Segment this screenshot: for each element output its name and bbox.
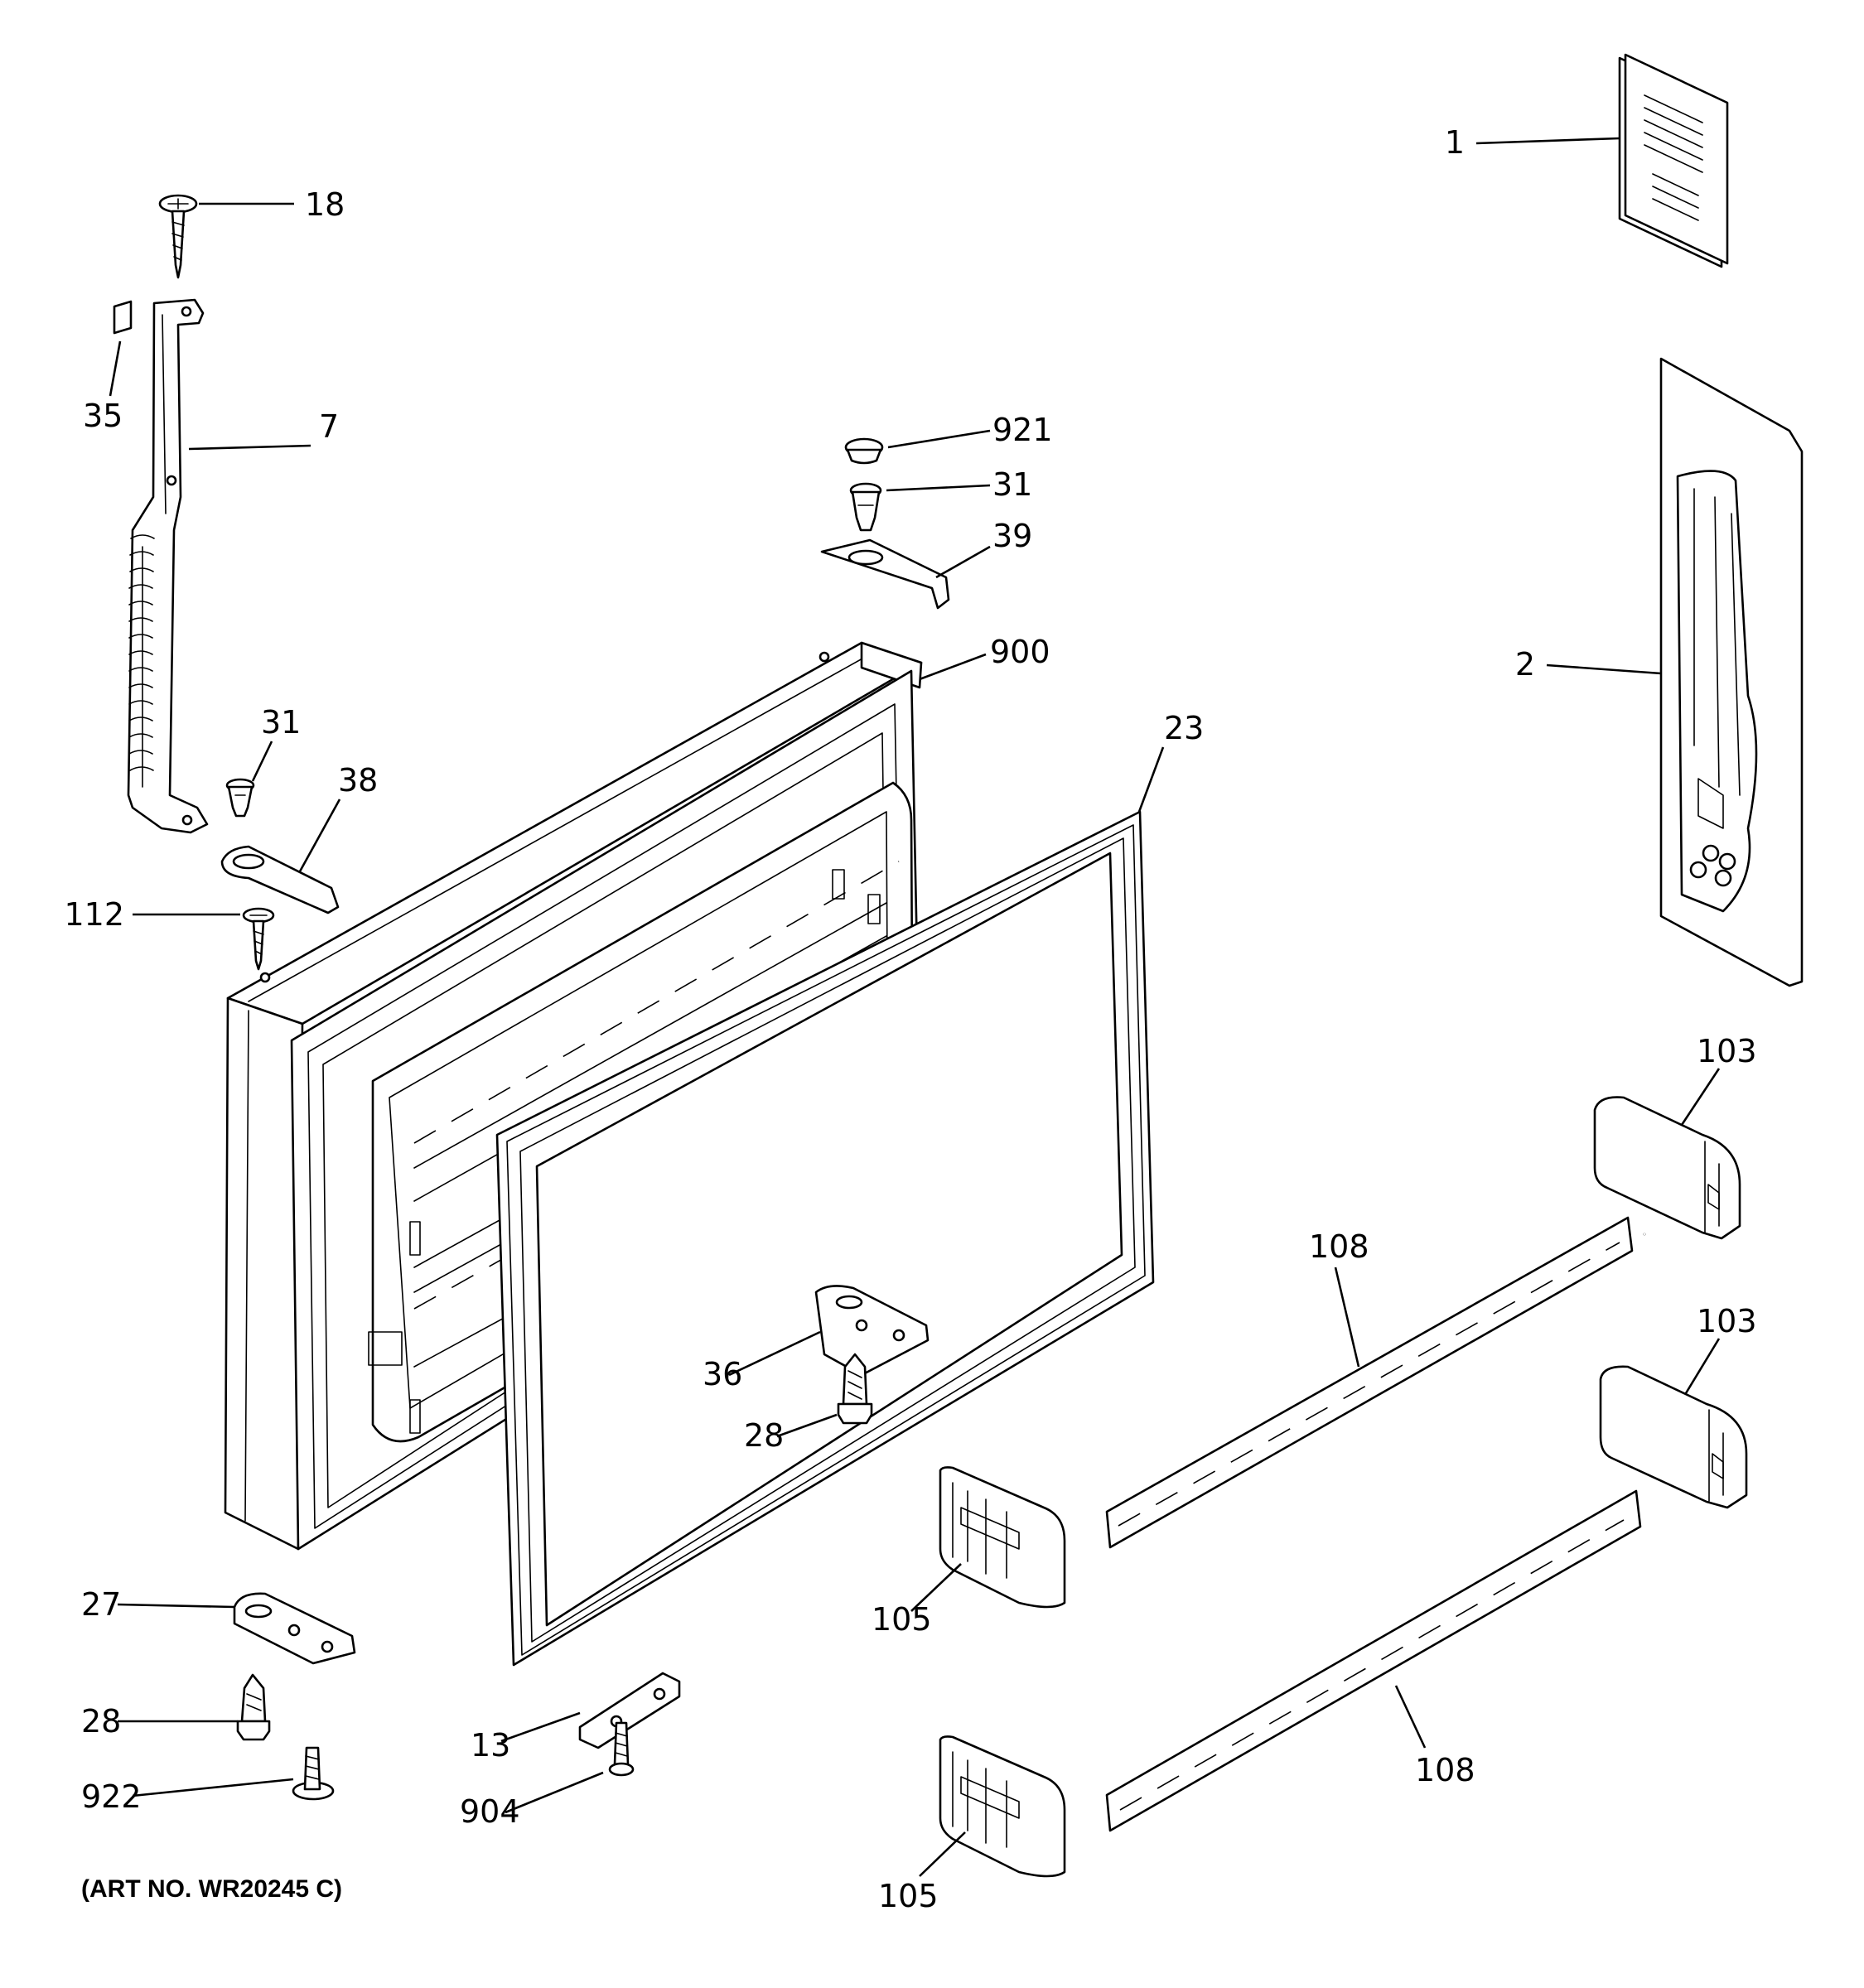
part-108-trim-lower bbox=[1105, 1489, 1642, 1832]
callout-921: 921 bbox=[992, 412, 1053, 448]
part-31-bushing-top bbox=[849, 482, 882, 532]
callout-1: 1 bbox=[1445, 124, 1465, 161]
art-number: (ART NO. WR20245 C) bbox=[81, 1875, 342, 1903]
part-13-bracket bbox=[578, 1672, 681, 1749]
part-23-gasket bbox=[495, 810, 1155, 1667]
part-31-bushing-left bbox=[225, 778, 255, 818]
part-921-cap bbox=[844, 437, 884, 465]
callout-23: 23 bbox=[1164, 710, 1204, 746]
part-103-endcap-upper bbox=[1593, 1096, 1741, 1240]
part-922-screw bbox=[292, 1746, 335, 1801]
callout-18: 18 bbox=[305, 186, 345, 223]
callout-39: 39 bbox=[992, 518, 1032, 554]
callout-28-center: 28 bbox=[744, 1417, 784, 1454]
part-28-pin-left bbox=[236, 1673, 271, 1741]
callout-900: 900 bbox=[990, 634, 1050, 670]
part-105-endcap-lower bbox=[939, 1735, 1066, 1878]
callout-105-upper: 105 bbox=[872, 1601, 932, 1638]
callout-922: 922 bbox=[81, 1778, 142, 1815]
part-112-screw bbox=[242, 907, 275, 971]
part-108-trim-upper bbox=[1105, 1216, 1646, 1549]
callout-103-lower: 103 bbox=[1697, 1303, 1757, 1339]
callout-904: 904 bbox=[460, 1793, 520, 1830]
part-38-hinge-cover bbox=[220, 845, 340, 914]
part-28-pin-center bbox=[837, 1353, 873, 1425]
leader-lines bbox=[109, 137, 1721, 1877]
callout-labels: 1 2 18 35 7 921 31 39 900 23 31 38 112 1… bbox=[64, 124, 1756, 1914]
callout-28-left: 28 bbox=[81, 1703, 121, 1740]
callout-7: 7 bbox=[319, 408, 339, 445]
part-27-bracket bbox=[233, 1592, 356, 1665]
part-2-handle bbox=[1659, 357, 1804, 987]
callout-108-upper: 108 bbox=[1309, 1228, 1369, 1265]
part-103-endcap-lower bbox=[1599, 1365, 1748, 1509]
callout-35: 35 bbox=[83, 398, 123, 434]
part-904-screw bbox=[608, 1721, 635, 1777]
callout-2: 2 bbox=[1515, 646, 1535, 683]
callout-36: 36 bbox=[703, 1356, 742, 1392]
callout-31-top: 31 bbox=[992, 466, 1032, 503]
callout-27: 27 bbox=[81, 1586, 121, 1623]
callout-105-lower: 105 bbox=[878, 1878, 939, 1914]
part-39-hinge-cover bbox=[820, 538, 950, 610]
part-36-bracket bbox=[814, 1285, 930, 1377]
callout-38: 38 bbox=[338, 762, 378, 799]
callout-103-upper: 103 bbox=[1697, 1033, 1757, 1069]
part-7-hinge bbox=[127, 298, 209, 834]
callout-112: 112 bbox=[64, 896, 124, 933]
callout-31-left: 31 bbox=[261, 704, 301, 741]
part-105-endcap-upper bbox=[939, 1466, 1066, 1609]
part-18-screw bbox=[158, 194, 198, 279]
callout-13: 13 bbox=[471, 1727, 510, 1764]
callout-108-lower: 108 bbox=[1415, 1752, 1475, 1788]
part-35-label bbox=[113, 300, 133, 335]
part-1-manual bbox=[1618, 53, 1729, 268]
